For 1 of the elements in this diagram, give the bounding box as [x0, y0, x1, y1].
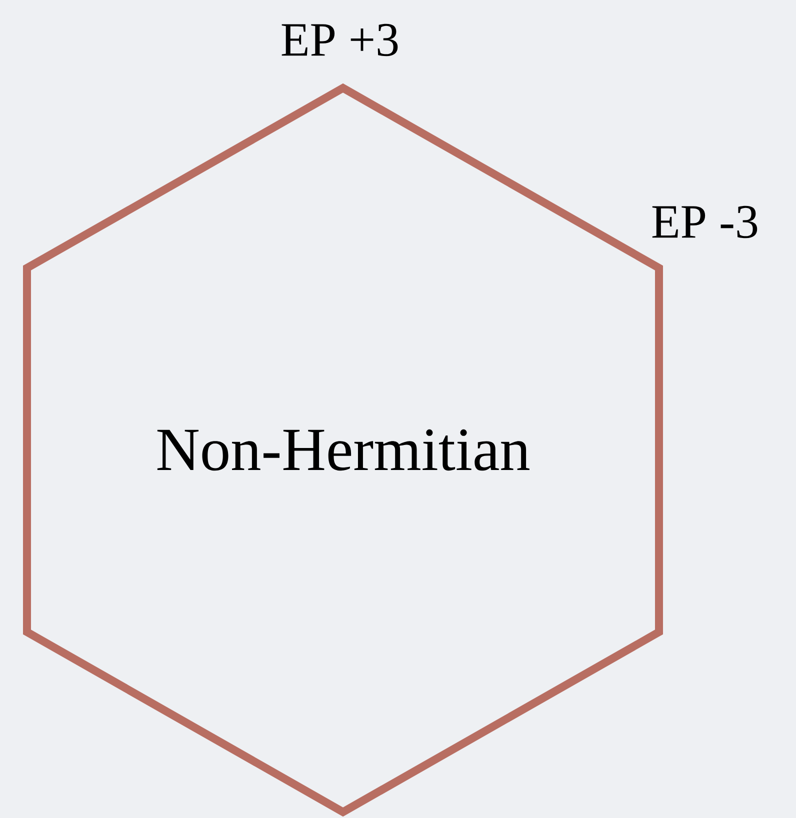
vertex-label: EP +3 — [282, 24, 398, 56]
